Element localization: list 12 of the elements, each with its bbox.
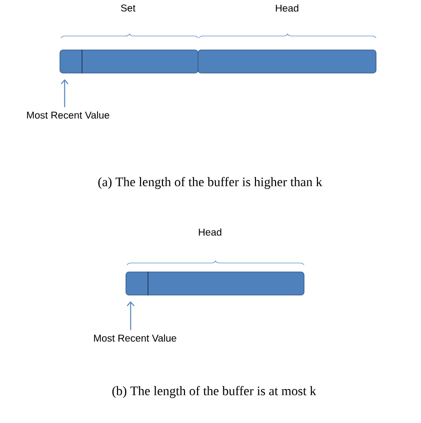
caption: (b) The length of the buffer is at most k: [112, 386, 316, 398]
brace-label: Head: [198, 228, 222, 236]
annotation-text: Most Recent Value: [94, 334, 176, 342]
buffer-bar: [198, 50, 376, 74]
annotation-text: Most Recent Value: [27, 111, 110, 119]
arrow: [60, 79, 69, 108]
buffer-bar: [126, 272, 304, 296]
brace-label: Set: [120, 4, 136, 12]
buffer-bar: [60, 50, 198, 74]
caption: (a) The length of the buffer is higher than k: [98, 177, 322, 189]
arrow: [126, 301, 135, 331]
brace-label: Head: [276, 4, 298, 12]
